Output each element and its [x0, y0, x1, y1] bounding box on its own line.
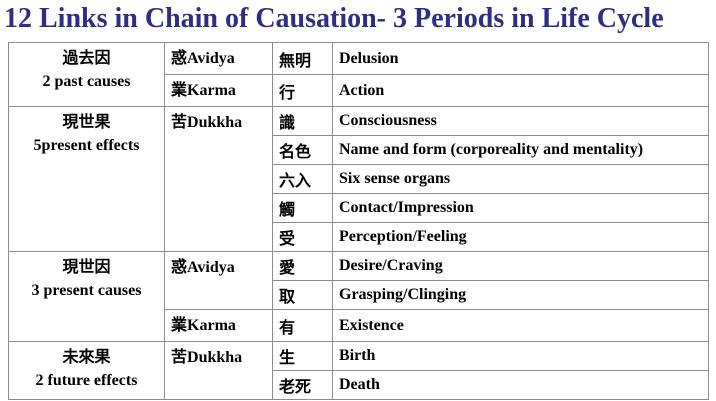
category-cell: 惑Avidya — [164, 42, 273, 75]
link-english-cell: Birth — [332, 341, 709, 371]
link-english-cell: Name and form (corporeality and mentalit… — [332, 135, 709, 165]
category-cjk: 惑 — [171, 257, 188, 276]
period-cjk-label: 現世因 — [62, 257, 111, 276]
category-cell: 苦Dukkha — [164, 106, 273, 252]
table-row: 老死 Death — [9, 370, 709, 400]
link-english-cell: Contact/Impression — [332, 193, 709, 223]
link-chinese-cell: 六入 — [272, 164, 333, 194]
period-cjk-label: 過去因 — [62, 48, 111, 67]
period-cell-present-effects: 現世果 5present effects — [8, 106, 165, 252]
link-english-cell: Desire/Craving — [332, 251, 709, 281]
link-english-cell: Delusion — [332, 42, 709, 75]
link-chinese-cell: 識 — [272, 106, 333, 136]
table-row: 名色 Name and form (corporeality and menta… — [9, 135, 709, 165]
category-cell: 惑Avidya — [164, 251, 273, 310]
period-en-label: 2 future effects — [35, 372, 138, 389]
category-cjk: 苦 — [171, 112, 188, 131]
link-chinese-cell: 有 — [272, 309, 333, 342]
table-row: 受 Perception/Feeling — [9, 222, 709, 252]
link-chinese-cell: 無明 — [272, 42, 333, 75]
link-chinese-cell: 行 — [272, 74, 333, 107]
link-english-cell: Perception/Feeling — [332, 222, 709, 252]
table-row: 過去因 2 past causes 惑Avidya 無明 Delusion — [8, 42, 709, 107]
link-english-cell: Existence — [332, 309, 709, 342]
category-cjk: 惑 — [171, 48, 188, 67]
table-row: 未來果 2 future effects 苦Dukkha 生 Birth — [8, 341, 709, 400]
category-cjk: 苦 — [171, 347, 188, 366]
table-row: 現世因 3 present causes 惑Avidya 愛 Desire/Cr… — [8, 251, 709, 342]
category-cjk: 業 — [171, 80, 188, 99]
category-en: Dukkha — [187, 114, 243, 131]
period-en-label: 3 present causes — [31, 282, 142, 299]
category-cell: 業Karma — [164, 309, 273, 342]
link-chinese-cell: 觸 — [272, 193, 333, 223]
link-english-cell: Six sense organs — [332, 164, 709, 194]
link-english-cell: Death — [332, 370, 709, 400]
category-en: Avidya — [187, 259, 235, 276]
category-cell: 苦Dukkha — [164, 341, 273, 400]
link-english-cell: Consciousness — [332, 106, 709, 136]
link-chinese-cell: 名色 — [272, 135, 333, 165]
period-en-label: 2 past causes — [42, 73, 131, 90]
link-chinese-cell: 生 — [272, 341, 333, 371]
category-en: Dukkha — [187, 349, 243, 366]
link-english-cell: Grasping/Clinging — [332, 280, 709, 310]
table-row: 業Karma 有 Existence — [9, 309, 709, 342]
period-en-label: 5present effects — [33, 137, 140, 154]
link-chinese-cell: 受 — [272, 222, 333, 252]
link-english-cell: Action — [332, 74, 709, 107]
table-row: 現世果 5present effects 苦Dukkha 識 Conscious… — [8, 106, 709, 252]
period-cell-past-causes: 過去因 2 past causes — [8, 42, 165, 107]
period-cell-future-effects: 未來果 2 future effects — [8, 341, 165, 400]
link-chinese-cell: 老死 — [272, 370, 333, 400]
category-en: Karma — [187, 82, 236, 99]
period-cjk-label: 現世果 — [62, 112, 111, 131]
period-cjk-label: 未來果 — [62, 347, 111, 366]
category-cell: 業Karma — [164, 74, 273, 107]
table-row: 六入 Six sense organs — [9, 164, 709, 194]
period-cell-present-causes: 現世因 3 present causes — [8, 251, 165, 342]
causation-table: 過去因 2 past causes 惑Avidya 無明 Delusion 業K… — [8, 42, 709, 400]
category-en: Karma — [187, 317, 236, 334]
link-chinese-cell: 取 — [272, 280, 333, 310]
page-title: 12 Links in Chain of Causation- 3 Period… — [4, 3, 664, 34]
link-chinese-cell: 愛 — [272, 251, 333, 281]
category-cjk: 業 — [171, 315, 188, 334]
category-en: Avidya — [187, 50, 235, 67]
table-row: 業Karma 行 Action — [9, 74, 709, 107]
